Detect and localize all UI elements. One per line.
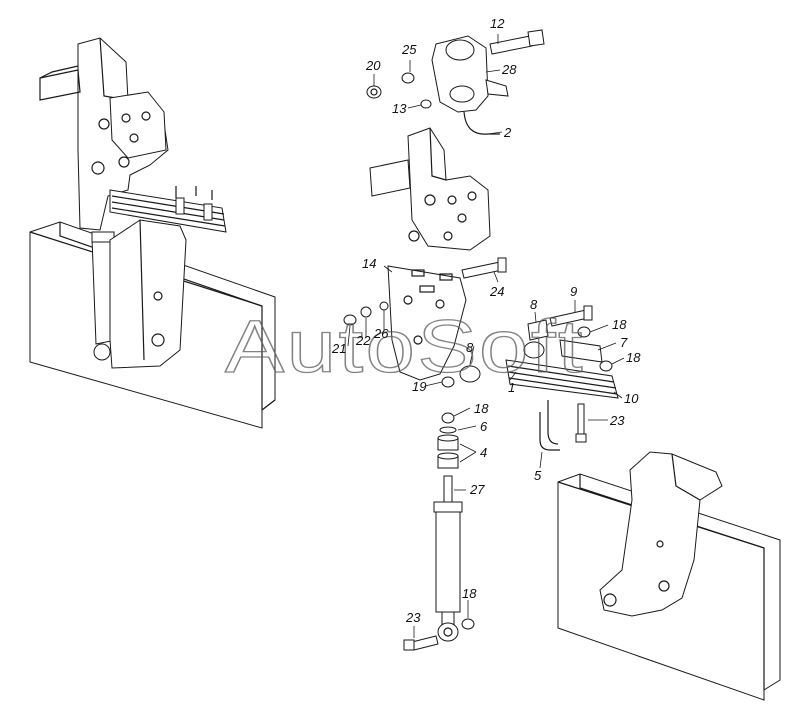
bolt-23-lower bbox=[411, 635, 439, 651]
callout-18-shock-bottom: 18 bbox=[462, 586, 477, 601]
spring-pack-assembly bbox=[505, 305, 619, 451]
callout-19: 19 bbox=[412, 379, 426, 394]
callout-27: 27 bbox=[469, 482, 485, 497]
leader-lines bbox=[347, 34, 625, 638]
callout-26: 26 bbox=[373, 326, 389, 341]
bushing-8-lower bbox=[459, 365, 481, 383]
watermark-text: AutoSoft bbox=[225, 305, 585, 388]
callout-10: 10 bbox=[624, 391, 639, 406]
callout-18-upper: 18 bbox=[612, 317, 627, 332]
callout-13: 13 bbox=[392, 101, 407, 116]
callout-18-shock-top: 18 bbox=[474, 401, 489, 416]
nut-18-shock-top bbox=[441, 412, 455, 424]
callout-8-upper: 8 bbox=[530, 297, 538, 312]
callout-18-right: 18 bbox=[626, 350, 641, 365]
callout-21: 21 bbox=[331, 341, 346, 356]
callout-4: 4 bbox=[480, 445, 487, 460]
callout-6: 6 bbox=[480, 419, 488, 434]
shock-absorber-27 bbox=[443, 475, 453, 505]
washer-22 bbox=[360, 306, 372, 318]
callout-25: 25 bbox=[401, 42, 417, 57]
bushing-8-upper bbox=[527, 319, 549, 341]
callout-23-right: 23 bbox=[609, 413, 625, 428]
upper-center-parts bbox=[366, 29, 545, 251]
shock-absorber-27-group bbox=[403, 412, 475, 651]
left-assembly bbox=[29, 37, 276, 429]
nut-21 bbox=[343, 314, 357, 326]
nut-18-shock-bottom bbox=[461, 618, 475, 630]
callout-22: 22 bbox=[355, 333, 371, 348]
right-assembly bbox=[557, 451, 781, 701]
callout-8-lower: 8 bbox=[466, 340, 474, 355]
callout-23-lower: 23 bbox=[405, 610, 421, 625]
callout-28: 28 bbox=[501, 62, 517, 77]
bolt-23-right bbox=[577, 403, 585, 437]
bolt-12 bbox=[489, 35, 533, 55]
callout-5: 5 bbox=[534, 468, 542, 483]
callout-1: 1 bbox=[508, 380, 515, 395]
callout-14: 14 bbox=[362, 256, 376, 271]
u-bolt-5 bbox=[539, 412, 560, 451]
callout-7: 7 bbox=[620, 335, 628, 350]
right-hanger-bracket bbox=[599, 451, 723, 617]
bolt-24 bbox=[461, 261, 503, 279]
callout-24: 24 bbox=[489, 284, 504, 299]
cable-2 bbox=[463, 111, 500, 135]
nut-18-right bbox=[599, 360, 613, 372]
callout-12: 12 bbox=[490, 16, 505, 31]
plate-14 bbox=[387, 265, 467, 381]
callout-2: 2 bbox=[503, 125, 512, 140]
center-hanger-bracket bbox=[407, 127, 491, 251]
callout-9: 9 bbox=[570, 284, 577, 299]
callout-labels: 12 25 20 28 13 2 14 24 9 8 18 7 18 21 22… bbox=[331, 16, 641, 625]
nut-20 bbox=[366, 85, 382, 99]
washer-25 bbox=[401, 72, 415, 84]
plate-and-fasteners bbox=[343, 257, 507, 388]
washer-6 bbox=[439, 426, 457, 434]
callout-20: 20 bbox=[365, 58, 381, 73]
washer-13 bbox=[420, 99, 432, 109]
